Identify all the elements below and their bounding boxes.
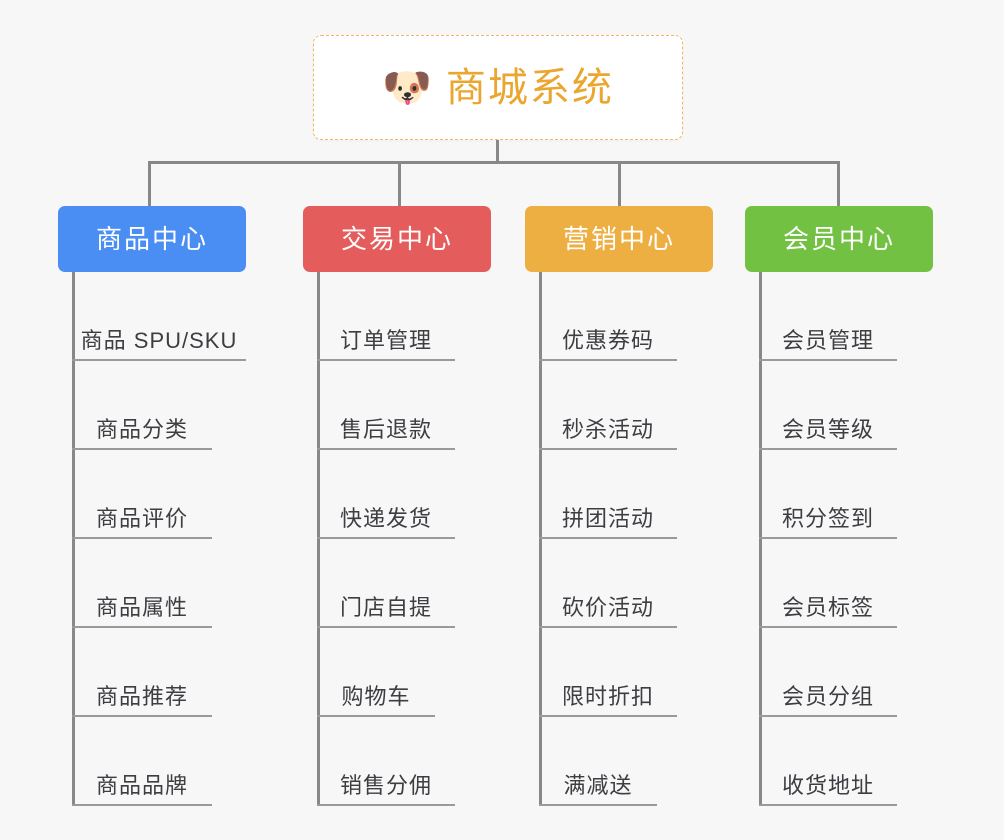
- branch-column-trade: 交易中心 订单管理 售后退款 快递发货 门店自提 购物车 销售分佣: [303, 206, 491, 806]
- leaf-label: 会员标签: [781, 594, 874, 620]
- leaf-item[interactable]: 优惠券码: [539, 272, 677, 361]
- leaf-label: 秒杀活动: [561, 416, 654, 442]
- branch-column-member: 会员中心 会员管理 会员等级 积分签到 会员标签 会员分组 收货地址: [745, 206, 933, 806]
- root-title: 商城系统: [445, 65, 614, 110]
- leaf-item[interactable]: 商品品牌: [72, 717, 212, 806]
- leaf-label: 购物车: [341, 683, 411, 709]
- drop-connector-1: [398, 161, 401, 208]
- leaf-label: 收货地址: [781, 772, 874, 798]
- category-label-product: 商品中心: [95, 224, 208, 254]
- leaf-item[interactable]: 满减送: [539, 717, 657, 806]
- category-label-marketing: 营销中心: [562, 224, 675, 254]
- trunk-line-member: [759, 272, 762, 806]
- category-box-trade[interactable]: 交易中心: [303, 206, 491, 272]
- leaf-item[interactable]: 会员等级: [759, 361, 897, 450]
- leaf-item[interactable]: 门店自提: [317, 539, 455, 628]
- leaf-item[interactable]: 商品属性: [72, 539, 212, 628]
- leaf-label: 商品品牌: [95, 772, 188, 798]
- category-box-marketing[interactable]: 营销中心: [525, 206, 713, 272]
- category-box-member[interactable]: 会员中心: [745, 206, 933, 272]
- trunk-line-product: [72, 272, 75, 806]
- leaf-label: 订单管理: [339, 327, 432, 353]
- leaf-label: 限时折扣: [561, 683, 654, 709]
- leaf-label: 商品分类: [95, 416, 188, 442]
- leaf-item[interactable]: 秒杀活动: [539, 361, 677, 450]
- leaf-item[interactable]: 拼团活动: [539, 450, 677, 539]
- drop-connector-0: [148, 161, 151, 208]
- branch-column-marketing: 营销中心 优惠券码 秒杀活动 拼团活动 砍价活动 限时折扣 满减送: [525, 206, 713, 806]
- leaf-list-product: 商品 SPU/SKU 商品分类 商品评价 商品属性 商品推荐 商品品牌: [58, 272, 246, 806]
- leaf-label: 商品 SPU/SKU: [80, 327, 238, 353]
- leaf-label: 满减送: [563, 772, 633, 798]
- drop-connector-3: [837, 161, 840, 208]
- dog-face-icon: 🐶: [382, 64, 432, 111]
- leaf-label: 砍价活动: [561, 594, 654, 620]
- leaf-item[interactable]: 售后退款: [317, 361, 455, 450]
- horizontal-bus-connector: [150, 161, 840, 164]
- root-stem-connector: [496, 140, 499, 163]
- leaf-item[interactable]: 砍价活动: [539, 539, 677, 628]
- leaf-item[interactable]: 会员管理: [759, 272, 897, 361]
- leaf-label: 商品属性: [95, 594, 188, 620]
- trunk-line-trade: [317, 272, 320, 806]
- leaf-label: 会员管理: [781, 327, 874, 353]
- category-box-product[interactable]: 商品中心: [58, 206, 246, 272]
- category-label-trade: 交易中心: [340, 224, 453, 254]
- leaf-label: 会员分组: [781, 683, 874, 709]
- leaf-label: 商品评价: [95, 505, 188, 531]
- leaf-item[interactable]: 会员分组: [759, 628, 897, 717]
- leaf-label: 积分签到: [781, 505, 874, 531]
- leaf-label: 销售分佣: [339, 772, 432, 798]
- leaf-label: 售后退款: [339, 416, 432, 442]
- leaf-label: 会员等级: [781, 416, 874, 442]
- leaf-list-trade: 订单管理 售后退款 快递发货 门店自提 购物车 销售分佣: [303, 272, 491, 806]
- leaf-list-marketing: 优惠券码 秒杀活动 拼团活动 砍价活动 限时折扣 满减送: [525, 272, 713, 806]
- leaf-item[interactable]: 限时折扣: [539, 628, 677, 717]
- leaf-label: 快递发货: [339, 505, 432, 531]
- leaf-item[interactable]: 销售分佣: [317, 717, 455, 806]
- leaf-item[interactable]: 购物车: [317, 628, 435, 717]
- leaf-item[interactable]: 会员标签: [759, 539, 897, 628]
- leaf-label: 优惠券码: [561, 327, 654, 353]
- leaf-item[interactable]: 快递发货: [317, 450, 455, 539]
- leaf-label: 门店自提: [339, 594, 432, 620]
- branch-column-product: 商品中心 商品 SPU/SKU 商品分类 商品评价 商品属性 商品推荐 商品品牌: [58, 206, 246, 806]
- leaf-item[interactable]: 商品评价: [72, 450, 212, 539]
- leaf-item[interactable]: 商品分类: [72, 361, 212, 450]
- leaf-list-member: 会员管理 会员等级 积分签到 会员标签 会员分组 收货地址: [745, 272, 933, 806]
- drop-connector-2: [618, 161, 621, 208]
- leaf-item[interactable]: 商品推荐: [72, 628, 212, 717]
- leaf-item[interactable]: 订单管理: [317, 272, 455, 361]
- trunk-line-marketing: [539, 272, 542, 806]
- category-label-member: 会员中心: [782, 224, 895, 254]
- root-node-content: 🐶 商城系统: [382, 68, 614, 108]
- leaf-label: 拼团活动: [561, 505, 654, 531]
- leaf-item[interactable]: 积分签到: [759, 450, 897, 539]
- leaf-item[interactable]: 商品 SPU/SKU: [72, 272, 246, 361]
- leaf-label: 商品推荐: [95, 683, 188, 709]
- leaf-item[interactable]: 收货地址: [759, 717, 897, 806]
- root-node[interactable]: 🐶 商城系统: [313, 35, 683, 140]
